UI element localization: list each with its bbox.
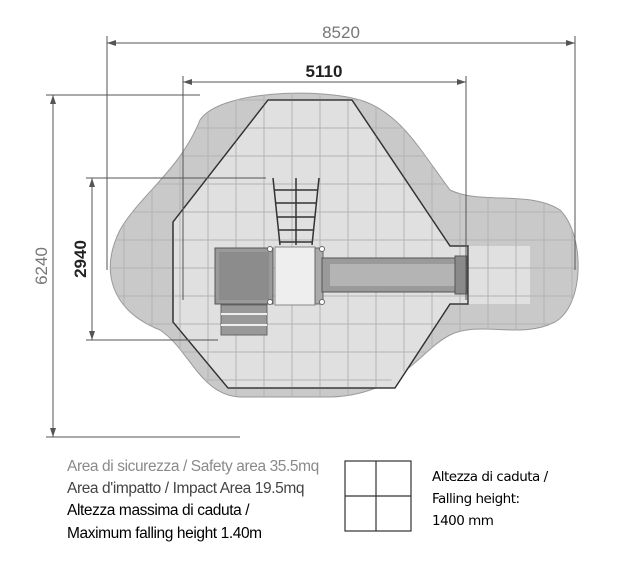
climbing-net xyxy=(272,177,320,246)
dim-overall-width: 8520 xyxy=(322,23,360,42)
impact-area-label: Area d'impatto / Impact Area 19.5mq xyxy=(67,480,305,497)
dim-overall-depth: 6240 xyxy=(32,247,51,285)
falling-height-line1: Altezza di caduta / xyxy=(432,469,548,485)
dim-impact-depth: 2940 xyxy=(71,240,90,278)
safety-area-label: Area di sicurezza / Safety area 35.5mq xyxy=(67,458,319,475)
slide xyxy=(321,255,468,295)
stairs xyxy=(220,304,268,336)
falling-height-note: Altezza di caduta / Falling height: 1400… xyxy=(432,466,548,532)
tile-legend-icon xyxy=(344,460,412,532)
tower xyxy=(214,246,325,306)
tile-grid xyxy=(110,93,579,398)
dimension-lines xyxy=(46,36,576,438)
max-fall-height-line1: Altezza massima di caduta / xyxy=(67,502,250,519)
falling-height-line3: 1400 mm xyxy=(432,513,494,529)
dim-impact-width: 5110 xyxy=(306,62,343,81)
falling-height-line2: Falling height: xyxy=(432,491,520,507)
max-fall-height-line2: Maximum falling height 1.40m xyxy=(67,525,262,542)
